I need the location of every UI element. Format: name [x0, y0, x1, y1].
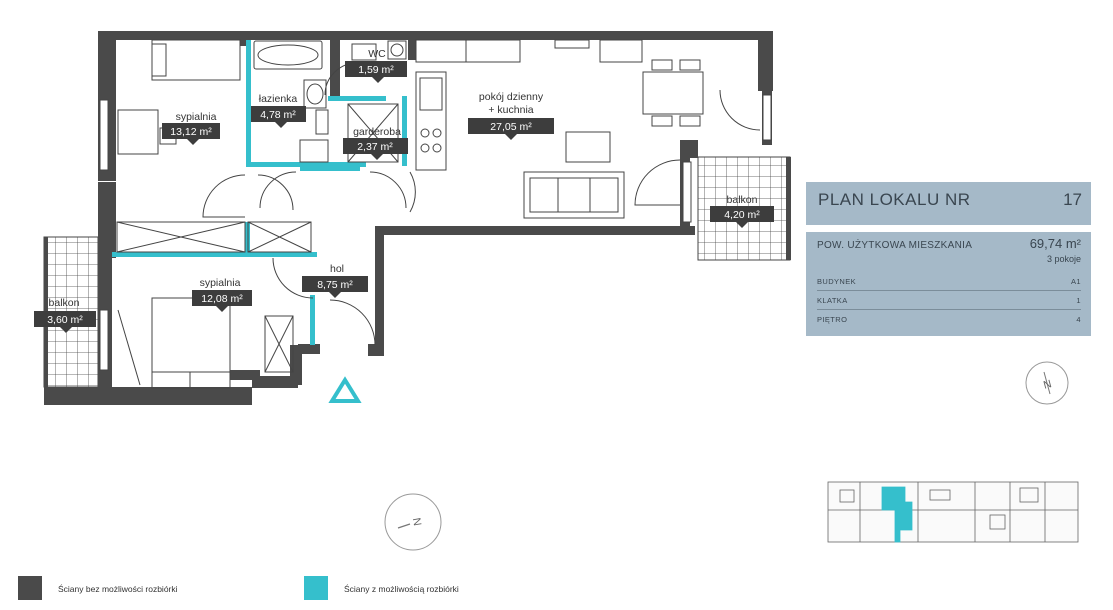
compass-lower-north-label: N — [411, 517, 424, 527]
room-name-hall: hol — [330, 263, 344, 275]
room-area-bedroom-1: 13,12 m² — [170, 126, 212, 138]
room-area-bathroom: 4,78 m² — [260, 109, 296, 121]
legend-label-removable: Ściany z możliwością rozbiórki — [344, 584, 459, 594]
entrance-triangle-icon — [328, 376, 362, 403]
compass-icon-lower: N — [384, 493, 442, 551]
room-area-hall: 8,75 m² — [317, 279, 353, 291]
wardrobes — [116, 103, 399, 373]
legend-swatch-permanent — [18, 576, 42, 600]
room-name-bathroom: łazienka — [259, 93, 298, 105]
plan-details-panel: POW. UŻYTKOWA MIESZKANIA 69,74 m² 3 poko… — [806, 232, 1091, 336]
room-area-balcony-left: 3,60 m² — [47, 314, 83, 326]
room-area-wardrobe: 2,37 m² — [357, 141, 393, 153]
plan-number: 17 — [1063, 190, 1082, 209]
room-name-balcony-right: balkon — [727, 194, 758, 206]
furniture — [99, 39, 772, 389]
room-name-living: pokój dzienny — [479, 91, 544, 103]
rooms-count: 3 pokoje — [1046, 254, 1081, 264]
detail-value: A1 — [1071, 277, 1081, 286]
room-name-bedroom-2: sypialnia — [200, 277, 241, 289]
compass-icon: N — [1025, 361, 1069, 405]
detail-key: BUDYNEK — [817, 277, 857, 286]
compass-north-label: N — [1042, 378, 1053, 392]
detail-value: 1 — [1076, 296, 1081, 305]
legend-label-permanent: Ściany bez możliwości rozbiórki — [58, 584, 178, 594]
room-name-balcony-left: balkon — [49, 297, 80, 309]
room-area-living: 27,05 m² — [490, 121, 532, 133]
room-name-bedroom-1: sypialnia — [176, 111, 217, 123]
building-key-plan — [827, 481, 1079, 543]
room-name-living-2: + kuchnia — [488, 104, 533, 116]
removable-walls — [112, 40, 407, 345]
detail-row-building: BUDYNEK A1 — [817, 272, 1081, 291]
permanent-walls — [44, 31, 791, 405]
plan-title: PLAN LOKALU NR — [818, 190, 971, 209]
detail-value: 4 — [1076, 315, 1081, 324]
usable-area-value: 69,74 m² — [1029, 236, 1081, 251]
doors — [117, 62, 761, 386]
room-name-wardrobe: garderoba — [353, 126, 401, 138]
legend-swatch-removable — [304, 576, 328, 600]
plan-title-panel: PLAN LOKALU NR 17 — [806, 182, 1091, 225]
room-labels: sypialnia 13,12 m² łazienka 4,78 m² WC 1… — [34, 48, 774, 333]
room-name-wc: WC — [368, 48, 386, 60]
room-area-wc: 1,59 m² — [358, 64, 394, 76]
detail-row-floor: PIĘTRO 4 — [817, 310, 1081, 328]
detail-row-staircase: KLATKA 1 — [817, 291, 1081, 310]
room-area-balcony-right: 4,20 m² — [724, 209, 760, 221]
room-area-bedroom-2: 12,08 m² — [201, 293, 243, 305]
usable-area-label: POW. UŻYTKOWA MIESZKANIA — [817, 240, 973, 251]
detail-key: PIĘTRO — [817, 315, 848, 324]
detail-key: KLATKA — [817, 296, 848, 305]
